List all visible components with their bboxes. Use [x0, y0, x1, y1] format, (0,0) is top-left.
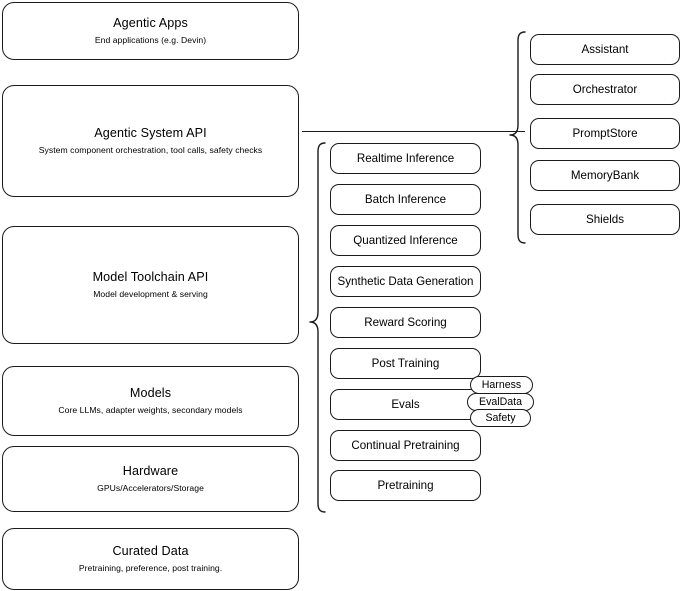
evals-badge-label: Safety — [485, 412, 516, 424]
toolchain-item-batch-inference[interactable]: Batch Inference — [330, 184, 481, 215]
system-component-orchestrator[interactable]: Orchestrator — [530, 74, 680, 105]
evals-badge-label: EvalData — [479, 396, 522, 408]
system-component-label: Orchestrator — [572, 83, 638, 96]
system-component-label: Shields — [585, 213, 625, 226]
layer-title: Models — [129, 386, 172, 400]
layer-subtitle: Model development & serving — [93, 289, 208, 299]
toolchain-item-pretraining[interactable]: Pretraining — [330, 470, 481, 501]
system-component-label: Assistant — [581, 43, 629, 56]
system-component-label: PromptStore — [572, 127, 638, 140]
layer-agentic-system-api[interactable]: Agentic System API System component orch… — [2, 85, 299, 197]
connector-system-api-to-components — [302, 130, 525, 132]
layer-title: Agentic System API — [94, 126, 207, 140]
toolchain-item-evals[interactable]: Evals — [330, 389, 481, 420]
brace-model-toolchain — [309, 142, 326, 513]
system-component-shields[interactable]: Shields — [530, 204, 680, 235]
toolchain-item-reward-scoring[interactable]: Reward Scoring — [330, 307, 481, 338]
layer-title: Agentic Apps — [113, 16, 188, 30]
toolchain-item-label: Continual Pretraining — [351, 439, 460, 452]
toolchain-item-label: Post Training — [371, 357, 440, 370]
layer-title: Curated Data — [112, 544, 189, 558]
toolchain-item-label: Reward Scoring — [364, 316, 447, 329]
toolchain-item-realtime-inference[interactable]: Realtime Inference — [330, 143, 481, 174]
layer-subtitle: Pretraining, preference, post training. — [78, 563, 223, 573]
system-component-assistant[interactable]: Assistant — [530, 34, 680, 65]
evals-badge-label: Harness — [481, 379, 522, 391]
layer-curated-data[interactable]: Curated Data Pretraining, preference, po… — [2, 528, 299, 590]
layer-subtitle: System component orchestration, tool cal… — [38, 145, 263, 155]
toolchain-item-continual-pretraining[interactable]: Continual Pretraining — [330, 430, 481, 461]
layer-subtitle: Core LLMs, adapter weights, secondary mo… — [58, 405, 243, 415]
layer-agentic-apps[interactable]: Agentic Apps End applications (e.g. Devi… — [2, 2, 299, 60]
toolchain-item-post-training[interactable]: Post Training — [330, 348, 481, 379]
layer-subtitle: End applications (e.g. Devin) — [94, 35, 207, 45]
brace-system-components — [509, 31, 526, 244]
toolchain-item-label: Pretraining — [377, 479, 434, 492]
toolchain-item-label: Synthetic Data Generation — [337, 275, 474, 288]
system-component-label: MemoryBank — [570, 169, 640, 182]
toolchain-item-synthetic-data-generation[interactable]: Synthetic Data Generation — [330, 266, 481, 297]
toolchain-item-label: Evals — [391, 398, 420, 411]
evals-badge-harness[interactable]: Harness — [470, 376, 533, 394]
toolchain-item-label: Batch Inference — [364, 193, 447, 206]
system-component-memorybank[interactable]: MemoryBank — [530, 160, 680, 191]
evals-badge-safety[interactable]: Safety — [470, 409, 531, 427]
layer-title: Model Toolchain API — [92, 270, 209, 284]
layer-subtitle: GPUs/Accelerators/Storage — [97, 483, 204, 493]
layer-hardware[interactable]: Hardware GPUs/Accelerators/Storage — [2, 446, 299, 512]
layer-title: Hardware — [122, 464, 179, 478]
toolchain-item-label: Quantized Inference — [353, 234, 458, 247]
system-component-promptstore[interactable]: PromptStore — [530, 118, 680, 149]
layer-models[interactable]: Models Core LLMs, adapter weights, secon… — [2, 366, 299, 436]
toolchain-item-quantized-inference[interactable]: Quantized Inference — [330, 225, 481, 256]
layer-model-toolchain-api[interactable]: Model Toolchain API Model development & … — [2, 226, 299, 344]
toolchain-item-label: Realtime Inference — [356, 152, 455, 165]
